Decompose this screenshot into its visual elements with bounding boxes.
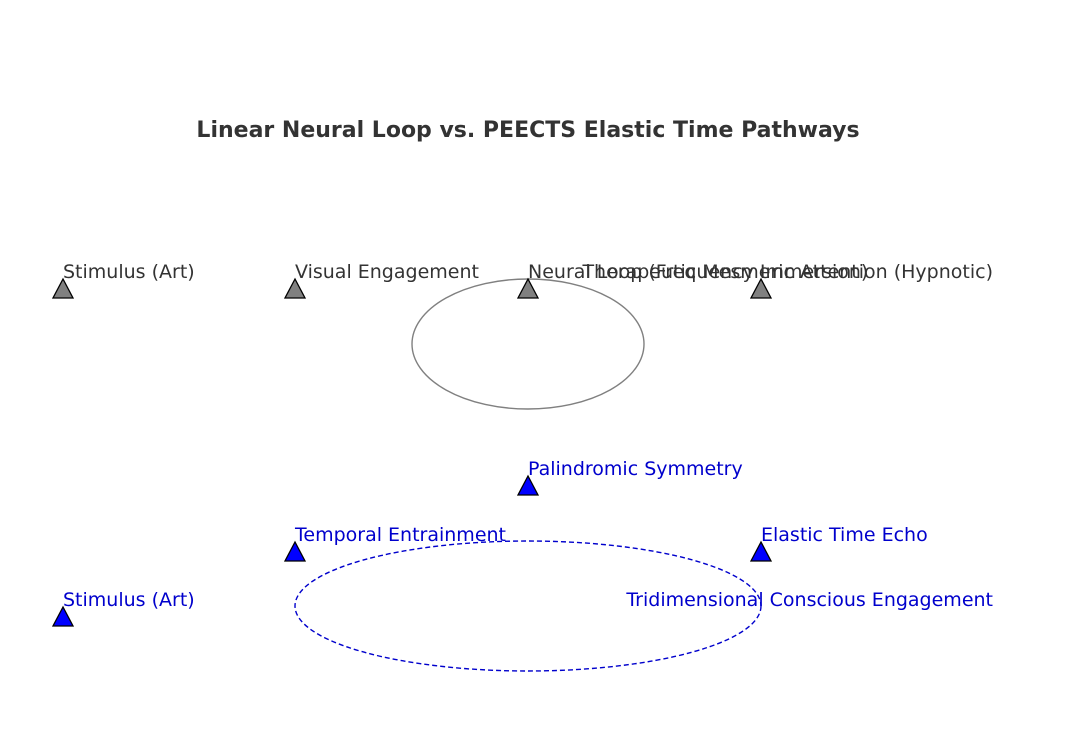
node-label: Elastic Time Echo: [761, 524, 928, 546]
triangle-marker-icon: [51, 277, 75, 299]
peects-node-tridimensional-engagement: Tridimensional Conscious Engagement: [625, 589, 993, 611]
node-label: Stimulus (Art): [63, 261, 195, 283]
peects-node-palindromic-symmetry: Palindromic Symmetry: [516, 458, 743, 496]
triangle-marker-icon: [516, 277, 540, 299]
triangle-marker-icon: [516, 474, 540, 496]
triangle-marker-icon: [749, 540, 773, 562]
node-label: Visual Engagement: [295, 261, 479, 283]
node-label: Tridimensional Conscious Engagement: [625, 589, 993, 611]
triangle-marker-icon: [283, 277, 307, 299]
linear-node-neural-loop: Neural Loop (Frequency Immersion): [516, 261, 868, 299]
peects-node-stimulus: Stimulus (Art): [51, 589, 195, 627]
node-label: Stimulus (Art): [63, 589, 195, 611]
elastic-time-loop-ellipse: [294, 540, 762, 672]
peects-node-temporal-entrainment: Temporal Entrainment: [283, 524, 506, 562]
node-label: Palindromic Symmetry: [528, 458, 743, 480]
diagram-title: Linear Neural Loop vs. PEECTS Elastic Ti…: [196, 118, 859, 143]
node-label: Temporal Entrainment: [294, 524, 506, 546]
node-label: Therapeutic Mesmeric Attention (Hypnotic…: [581, 261, 993, 283]
triangle-marker-icon: [51, 605, 75, 627]
peects-node-elastic-time-echo: Elastic Time Echo: [749, 524, 928, 562]
node-label: Neural Loop (Frequency Immersion): [528, 261, 868, 283]
linear-node-stimulus: Stimulus (Art): [51, 261, 195, 299]
linear-node-mesmeric-attention: Therapeutic Mesmeric Attention (Hypnotic…: [581, 261, 993, 299]
triangle-marker-icon: [283, 540, 307, 562]
linear-node-visual-engagement: Visual Engagement: [283, 261, 479, 299]
triangle-marker-icon: [749, 277, 773, 299]
